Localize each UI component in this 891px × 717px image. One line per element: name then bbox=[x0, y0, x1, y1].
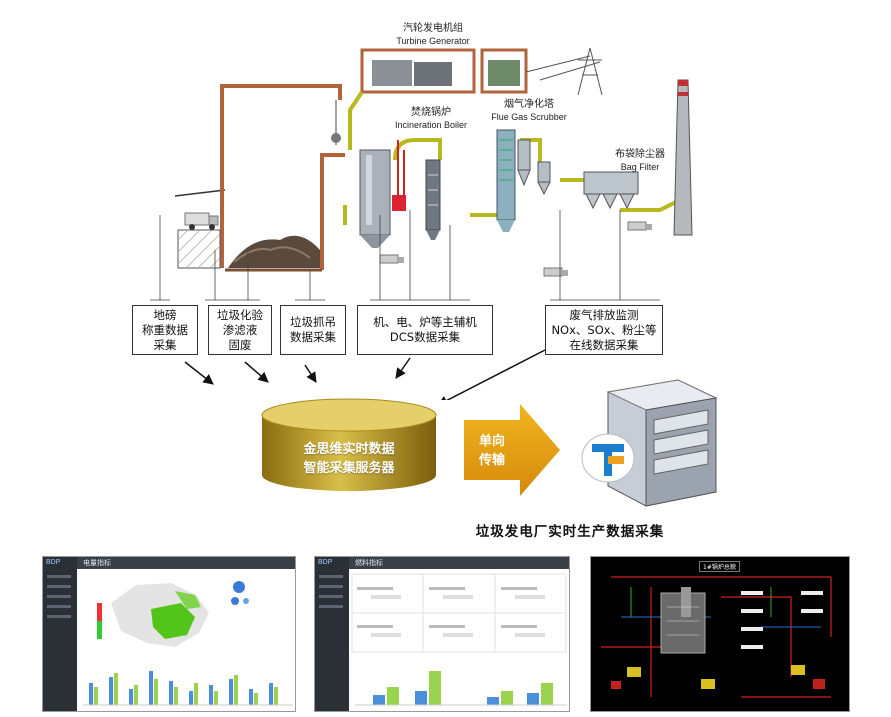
bagfilter-label-en: Bag Filter bbox=[620, 162, 660, 172]
database-label: 金思维实时数据 智能采集服务器 bbox=[303, 442, 395, 476]
dashboard-title: 电量指标 bbox=[83, 559, 111, 567]
dashboard-sidebar: BDP bbox=[43, 557, 77, 711]
database-cylinder bbox=[261, 398, 437, 491]
emission-box: 废气排放监测 NOx、SOx、粉尘等 在线数据采集 bbox=[545, 305, 663, 355]
heat-exchanger bbox=[425, 159, 441, 231]
boiler-label-en: Incineration Boiler bbox=[394, 120, 468, 130]
dcs-process-diagram bbox=[601, 576, 832, 698]
fuel-dashboard-thumbnail: BDP 燃料指标 bbox=[314, 556, 570, 712]
dcs-box: 机、电、炉等主辅机 DCS数据采集 bbox=[357, 305, 493, 355]
scrubber-label: 烟气净化塔 Flue Gas Scrubber bbox=[484, 98, 574, 124]
crane-grab-icon bbox=[331, 133, 341, 143]
crane-box: 垃圾抓吊 数据采集 bbox=[280, 305, 346, 355]
power-bar-chart bbox=[83, 671, 293, 706]
dcs-screen-thumbnail: 1#锅炉总貌 bbox=[590, 556, 850, 712]
power-dashboard-thumbnail: BDP 电量指标 bbox=[42, 556, 296, 712]
boiler-label-zh: 焚烧锅炉 bbox=[411, 107, 451, 118]
incineration-boiler bbox=[359, 149, 391, 236]
connector-lines bbox=[159, 210, 621, 300]
bag-filter bbox=[583, 171, 639, 210]
condenser-enclosure bbox=[480, 48, 528, 94]
boiler-label: 焚烧锅炉 Incineration Boiler bbox=[386, 106, 476, 132]
dashboard-sidebar: BDP bbox=[315, 557, 349, 711]
bagfilter-label-zh: 布袋除尘器 bbox=[615, 149, 665, 160]
condenser-icon bbox=[488, 60, 520, 86]
weighbridge-ramp bbox=[174, 189, 226, 197]
weighbridge-box: 地磅 称重数据 采集 bbox=[132, 305, 198, 355]
dashboard-logo: BDP bbox=[46, 559, 61, 566]
data-flow-arrows bbox=[184, 349, 546, 400]
one-way-arrow bbox=[464, 404, 560, 496]
turbine-icon bbox=[372, 60, 412, 86]
tipping-pit bbox=[177, 229, 221, 269]
cyclone-separator bbox=[517, 139, 551, 196]
dcs-title: 1#锅炉总貌 bbox=[699, 561, 740, 572]
dashboard-header bbox=[349, 557, 569, 569]
turbine-label-en: Turbine Generator bbox=[396, 36, 470, 46]
waste-lab-box: 垃圾化验 渗滤液 固废 bbox=[208, 305, 272, 355]
power-tower-icon bbox=[525, 47, 603, 96]
flue-gas-scrubber bbox=[496, 129, 516, 221]
scrubber-label-en: Flue Gas Scrubber bbox=[491, 112, 567, 122]
scrubber-label-zh: 烟气净化塔 bbox=[504, 99, 554, 110]
turbine-label-zh: 汽轮发电机组 bbox=[403, 23, 463, 34]
server-icon bbox=[581, 379, 718, 507]
chimney bbox=[673, 79, 693, 236]
bagfilter-label: 布袋除尘器 Bag Filter bbox=[600, 148, 680, 174]
plant-diagram bbox=[150, 47, 693, 400]
one-way-label: 单向 传输 bbox=[478, 434, 505, 468]
diagram-caption: 垃圾发电厂实时生产数据采集 bbox=[475, 524, 665, 540]
dashboard-header bbox=[77, 557, 295, 569]
turbine-label: 汽轮发电机组 Turbine Generator bbox=[378, 22, 488, 48]
dashboard-logo: BDP bbox=[318, 559, 333, 566]
turbine-enclosure bbox=[360, 48, 476, 94]
dashboard-title: 燃料指标 bbox=[355, 559, 383, 567]
kpi-grid bbox=[351, 573, 567, 653]
china-map bbox=[97, 583, 209, 647]
waste-pile bbox=[228, 235, 320, 268]
ash-truck-icon bbox=[379, 221, 652, 277]
garbage-truck-icon bbox=[184, 212, 219, 230]
fuel-bar-chart bbox=[355, 671, 567, 706]
bubbles bbox=[231, 581, 249, 605]
